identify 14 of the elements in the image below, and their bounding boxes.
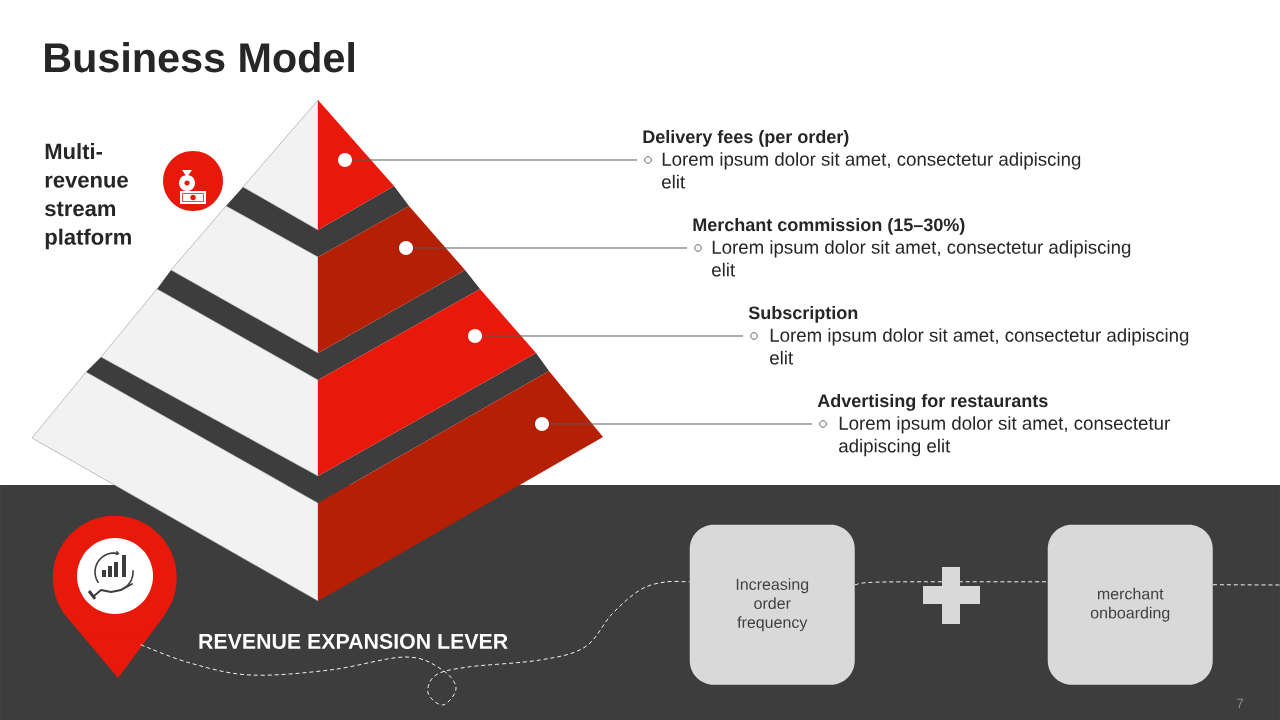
rounded-box: merchant onboarding <box>1047 524 1213 685</box>
page-number: 7 <box>1237 698 1244 708</box>
item-heading: Merchant commission (15–30%) <box>693 217 965 235</box>
bullet-text: Lorem ipsum dolor sit amet, consectetur adipiscing elit <box>839 416 1170 457</box>
side-label: Multi-revenue stream platform <box>45 143 131 250</box>
bullet-text: Lorem ipsum dolor sit amet, consectetur adipiscing elit <box>770 328 1189 365</box>
bullet-text: Lorem ipsum dolor sit amet, consectetur adipiscing elit <box>712 240 1131 277</box>
item-heading: Subscription <box>748 305 858 323</box>
rounded-box: Increasing order frequency <box>689 524 855 685</box>
section-title: REVENUE EXPANSION LEVER <box>199 633 508 649</box>
title: Business Model <box>45 42 354 73</box>
bullet-text: Lorem ipsum dolor sit amet, consectetur adipiscing elit <box>662 152 1081 189</box>
item-heading: Delivery fees (per order) <box>643 129 849 147</box>
item-heading: Advertising for restaurants <box>817 393 1048 411</box>
